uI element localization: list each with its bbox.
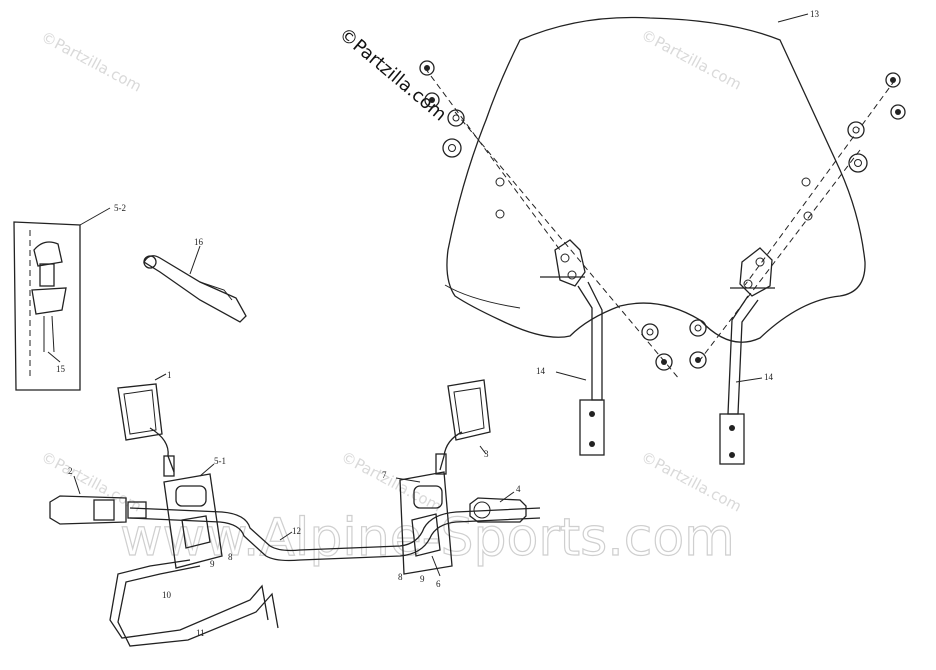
label-14-left: 14 xyxy=(536,366,546,376)
watermark-partzilla-2: ©Partzilla.com xyxy=(638,26,744,94)
switch-housing-7 xyxy=(399,471,453,577)
label-8-left: 8 xyxy=(228,552,233,562)
grip-left xyxy=(49,495,147,525)
label-3: 3 xyxy=(484,449,489,459)
switch-housing-5-2 xyxy=(13,221,81,391)
watermark-alpine-sports: www.Alpine-Sports.com xyxy=(120,508,735,568)
label-1: 1 xyxy=(167,370,172,380)
leader-lines xyxy=(47,13,809,541)
label-15: 15 xyxy=(56,364,66,374)
label-9-left: 9 xyxy=(210,559,215,569)
handlebar xyxy=(129,507,541,562)
label-13: 13 xyxy=(810,9,820,19)
label-5-2: 5-2 xyxy=(114,203,126,213)
label-12: 12 xyxy=(292,526,301,536)
label-14-right: 14 xyxy=(764,372,774,382)
windshield xyxy=(444,16,866,343)
watermark-partzilla-4: ©Partzilla.com xyxy=(338,448,444,516)
mirror-right xyxy=(435,379,491,475)
windshield-bracket-right xyxy=(719,247,775,465)
label-11: 11 xyxy=(196,628,205,638)
mirror-left xyxy=(117,383,175,477)
switch-housing-5-1 xyxy=(163,473,223,569)
windshield-fasteners xyxy=(419,60,906,381)
watermark-partzilla-center: ©Partzilla.com xyxy=(335,24,451,126)
label-9-right: 9 xyxy=(420,574,425,584)
watermark-partzilla-1: ©Partzilla.com xyxy=(38,28,144,96)
lever-16 xyxy=(143,255,247,323)
label-7: 7 xyxy=(382,470,387,480)
label-10: 10 xyxy=(162,590,172,600)
watermark-partzilla-5: ©Partzilla.com xyxy=(638,448,744,516)
watermark-layer: ©Partzilla.com ©Partzilla.com ©Partzilla… xyxy=(38,24,744,569)
part-labels: 1 2 3 4 5-1 5-2 6 7 8 8 9 9 10 11 12 13 … xyxy=(56,9,820,638)
label-6: 6 xyxy=(436,579,441,589)
label-2: 2 xyxy=(68,466,73,476)
label-5-1: 5-1 xyxy=(214,456,226,466)
label-4: 4 xyxy=(516,484,521,494)
label-16: 16 xyxy=(194,237,204,247)
label-8-right: 8 xyxy=(398,572,403,582)
cables xyxy=(109,559,279,647)
windshield-bracket-left xyxy=(540,239,605,456)
grip-right xyxy=(469,497,527,523)
